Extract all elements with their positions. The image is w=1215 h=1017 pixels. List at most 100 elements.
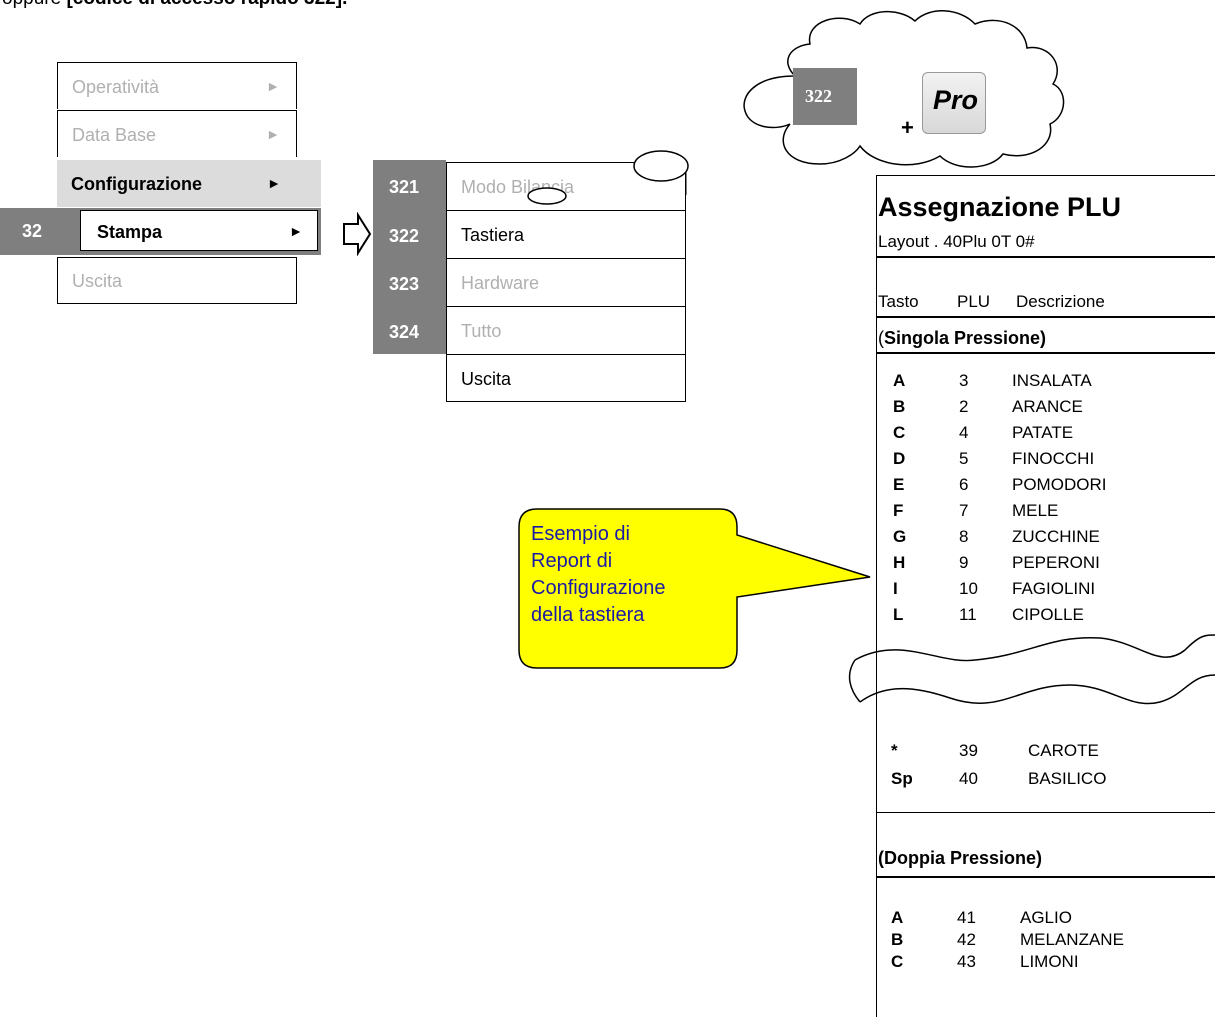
cloud-shape [743, 10, 1065, 168]
column-header-plu: PLU [957, 292, 991, 311]
menu-item-data-base[interactable]: Data Base ► [57, 110, 297, 157]
row-description: AGLIO [1020, 908, 1072, 927]
row-plu: 5 [959, 449, 969, 468]
row-plu: 2 [959, 397, 969, 416]
row-key: * [891, 741, 898, 760]
row-key: D [893, 449, 906, 468]
section-double-press: (Doppia Pressione) [878, 848, 1043, 868]
menu-code-badge: 32 [22, 221, 43, 241]
submenu-item-label: Hardware [461, 273, 540, 293]
row-key: H [893, 553, 906, 572]
row-key: A [893, 371, 906, 390]
row-plu: 42 [957, 930, 976, 949]
row-description: FAGIOLINI [1012, 579, 1096, 598]
menu-item-uscita[interactable]: Uscita [57, 257, 297, 304]
pro-key-label: Pro [933, 85, 979, 115]
row-description: FINOCCHI [1012, 449, 1095, 468]
menu-item-label: Data Base [72, 125, 157, 145]
callout-line: Report di [531, 550, 613, 572]
row-key: I [893, 579, 898, 598]
column-header-descrizione: Descrizione [1016, 292, 1105, 311]
row-key: A [891, 908, 904, 927]
scroll-curl-decoration [527, 150, 689, 205]
menu-item-stampa[interactable]: 32 Stampa ► [0, 208, 321, 255]
stampa-box[interactable]: Stampa ► [80, 210, 318, 251]
chevron-right-icon: ► [266, 126, 280, 142]
torn-paper-break [848, 634, 1215, 705]
row-description: PEPERONI [1012, 553, 1100, 572]
callout-line: Configurazione [531, 577, 666, 599]
callout-bubble [518, 508, 871, 669]
row-plu: 9 [959, 553, 969, 572]
divider [876, 876, 1215, 878]
section-single-press-label: Singola Pressione) [884, 328, 1047, 348]
submenu-item-hardware[interactable]: Hardware [446, 258, 686, 306]
row-description: ARANCE [1012, 397, 1083, 416]
submenu-code-badge: 322 [389, 226, 420, 246]
row-description: MELE [1012, 501, 1059, 520]
divider [876, 812, 1215, 813]
divider [876, 256, 1215, 258]
row-description: LIMONI [1020, 952, 1079, 971]
callout-line: della tastiera [531, 604, 645, 626]
menu-item-operativita[interactable]: Operatività ► [57, 62, 297, 109]
report-title: Assegnazione PLU [878, 192, 1122, 222]
row-key: C [893, 423, 906, 442]
submenu-item-label: Tastiera [461, 225, 525, 245]
menu-item-label: Uscita [72, 271, 123, 291]
header-shortcut-code: [codice di accesso rapido 322]. [66, 0, 347, 9]
row-key: Sp [891, 769, 913, 788]
row-description: POMODORI [1012, 475, 1107, 494]
block-arrow-right-icon [343, 212, 372, 256]
row-plu: 4 [959, 423, 969, 442]
row-key: B [891, 930, 904, 949]
chevron-right-icon: ► [289, 223, 303, 239]
plus-sign: + [901, 115, 914, 140]
row-plu: 43 [957, 952, 976, 971]
submenu-item-tastiera[interactable]: Tastiera [446, 210, 686, 258]
row-description: INSALATA [1012, 371, 1092, 390]
divider [876, 316, 1215, 318]
row-description: CIPOLLE [1012, 605, 1084, 624]
submenu-code-badge: 321 [389, 177, 420, 197]
row-key: L [893, 605, 904, 624]
row-key: E [893, 475, 905, 494]
callout-line: Esempio di [531, 523, 630, 545]
menu-item-label: Configurazione [71, 174, 202, 194]
section-single-press: (Singola Pressione) [878, 328, 1046, 349]
row-plu: 40 [959, 769, 978, 788]
row-description: CAROTE [1028, 741, 1099, 760]
row-plu: 3 [959, 371, 969, 390]
chevron-right-icon: ► [266, 78, 280, 94]
submenu-item-tutto[interactable]: Tutto [446, 306, 686, 354]
row-plu: 6 [959, 475, 969, 494]
submenu-item-uscita[interactable]: Uscita [446, 354, 686, 402]
submenu-code-strip [373, 160, 446, 354]
header-prefix: oppure [2, 0, 66, 9]
row-description: PATATE [1012, 423, 1074, 442]
menu-item-label: Operatività [72, 77, 160, 97]
row-key: C [891, 952, 904, 971]
row-plu: 7 [959, 501, 969, 520]
menu-item-label: Stampa [97, 222, 163, 242]
chevron-right-icon: ► [267, 175, 281, 191]
row-plu: 41 [957, 908, 976, 927]
header-text: oppure [codice di accesso rapido 322]. [2, 0, 347, 10]
row-plu: 10 [959, 579, 978, 598]
divider [876, 352, 1215, 354]
row-description: ZUCCHINE [1012, 527, 1100, 546]
column-header-tasto: Tasto [878, 292, 919, 311]
shortcut-code-key: 322 [793, 68, 857, 125]
section-open-paren: ( [878, 328, 884, 348]
submenu-item-label: Uscita [461, 369, 512, 389]
menu-item-configurazione[interactable]: Configurazione ► [57, 160, 321, 207]
row-description: BASILICO [1028, 769, 1107, 788]
submenu-item-label: Tutto [461, 321, 502, 341]
row-plu: 8 [959, 527, 969, 546]
row-plu: 39 [959, 741, 978, 760]
row-plu: 11 [959, 605, 977, 624]
submenu-code-badge: 323 [389, 274, 420, 294]
pro-key-button[interactable]: Pro [922, 72, 986, 134]
row-description: MELANZANE [1020, 930, 1124, 949]
row-key: F [893, 501, 904, 520]
